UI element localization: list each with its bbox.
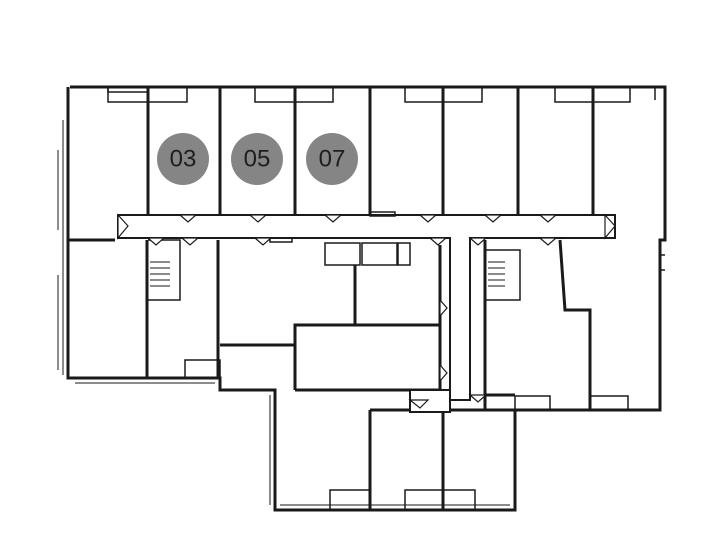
corridor (117, 211, 616, 413)
stair-east (488, 261, 505, 287)
unit-number-03: 03 (170, 146, 197, 173)
unit-badge-05-circle (231, 133, 283, 185)
unit-number-07: 07 (319, 146, 346, 173)
unit-badge-07-circle (306, 133, 358, 185)
unit-badge-03[interactable]: 03 (157, 133, 209, 185)
stair-west (150, 261, 170, 287)
unit-badge-05[interactable]: 05 (231, 133, 283, 185)
unit-badge-03-circle (157, 133, 209, 185)
unit-number-05: 05 (244, 146, 271, 173)
unit-badge-07[interactable]: 07 (306, 133, 358, 185)
